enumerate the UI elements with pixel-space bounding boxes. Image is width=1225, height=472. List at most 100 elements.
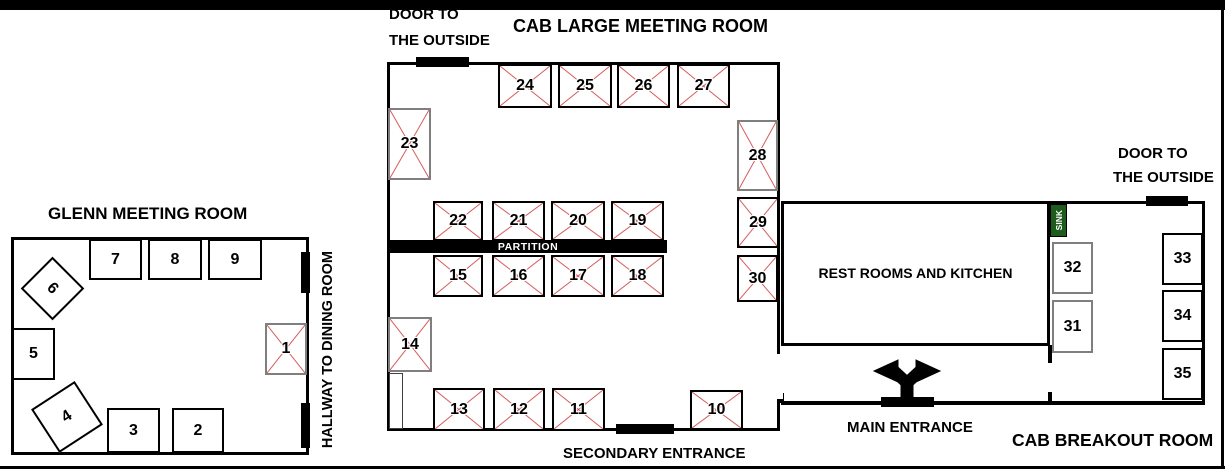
table-32: 32 (1052, 242, 1093, 294)
table-number: 4 (58, 407, 76, 427)
table-number: 18 (628, 267, 647, 284)
table-number: 9 (230, 250, 240, 268)
table-4: 4 (31, 381, 103, 453)
door-marker-secondary-entrance (616, 424, 674, 434)
partition-label: PARTITION (497, 240, 559, 253)
door-outside-left-label: DOOR TO THE OUTSIDE (389, 6, 490, 49)
table-24: 24 (498, 64, 552, 108)
table-number: 3 (129, 421, 138, 439)
table-number: 26 (634, 77, 653, 94)
frame-right-bar (1221, 10, 1224, 466)
table-number: 10 (707, 401, 726, 418)
table-22: 22 (433, 201, 483, 241)
table-14: 14 (388, 317, 432, 372)
table-34: 34 (1162, 290, 1203, 342)
table-number: 2 (193, 421, 203, 439)
table-2: 2 (172, 408, 224, 453)
breakout-left-wall-upper (1048, 345, 1052, 363)
table-16: 16 (492, 255, 545, 297)
table-number: 6 (43, 278, 63, 298)
sink-label: SINK (1050, 204, 1067, 237)
table-15: 15 (433, 255, 483, 297)
door-outside-left-line1: DOOR TO (389, 6, 459, 23)
table-29: 29 (737, 197, 779, 248)
wall-column (389, 373, 403, 429)
table-number: 7 (111, 250, 120, 268)
table-8: 8 (148, 239, 202, 280)
table-number: 1 (281, 340, 291, 357)
secondary-entrance-label: SECONDARY ENTRANCE (563, 445, 746, 462)
table-31: 31 (1052, 300, 1093, 353)
table-20: 20 (551, 201, 605, 241)
table-number: 23 (400, 135, 419, 152)
breakout-top-wall (1048, 201, 1205, 204)
table-number: 17 (569, 267, 587, 284)
table-6: 6 (20, 256, 85, 321)
table-1: 1 (265, 323, 307, 375)
table-number: 16 (509, 267, 528, 284)
table-number: 25 (576, 77, 594, 94)
glenn-room-title: GLENN MEETING ROOM (48, 204, 248, 223)
table-18: 18 (611, 255, 664, 297)
table-13: 13 (433, 388, 485, 431)
table-number: 20 (569, 212, 587, 229)
table-7: 7 (89, 239, 142, 280)
door-outside-left-line2: THE OUTSIDE (389, 31, 490, 49)
cab-room-right-opening (775, 354, 783, 399)
table-28: 28 (737, 120, 778, 191)
table-number: 27 (694, 77, 713, 94)
partition-bar: PARTITION (389, 240, 667, 253)
door-marker-main-entrance (881, 397, 934, 407)
table-number: 30 (748, 269, 767, 287)
door-outside-right-label: DOOR TO THE OUTSIDE (1113, 145, 1214, 186)
frame-top-bar (0, 0, 1225, 10)
restrooms-kitchen-outline (781, 201, 1050, 346)
table-number: 13 (450, 400, 468, 418)
table-number: 21 (509, 212, 528, 229)
table-number: 32 (1063, 259, 1082, 276)
table-number: 33 (1173, 250, 1192, 267)
table-35: 35 (1162, 348, 1203, 400)
table-27: 27 (677, 64, 730, 108)
table-11: 11 (552, 388, 605, 431)
door-marker-cab-outside (416, 57, 469, 67)
table-number: 24 (516, 77, 534, 94)
table-number: 28 (748, 146, 767, 164)
door-outside-right-line1: DOOR TO (1118, 145, 1188, 162)
table-33: 33 (1162, 233, 1203, 285)
hallway-bottom-wall (781, 401, 1205, 405)
breakout-right-wall (1202, 201, 1205, 405)
frame-bottom-bar (0, 466, 1225, 469)
table-number: 22 (449, 212, 467, 229)
table-number: 14 (401, 335, 419, 353)
table-21: 21 (492, 201, 545, 241)
two-way-arrow-icon (872, 359, 942, 398)
table-number: 19 (628, 212, 647, 229)
table-5: 5 (12, 328, 55, 380)
table-9: 9 (208, 239, 262, 280)
table-number: 12 (510, 400, 528, 418)
door-marker-glenn-bottom (301, 403, 310, 448)
cab-large-room-title: CAB LARGE MEETING ROOM (513, 16, 768, 36)
sink-text: SINK (1053, 210, 1064, 231)
table-12: 12 (493, 388, 545, 431)
table-10: 10 (690, 390, 743, 430)
breakout-left-wall-lower (1048, 392, 1052, 403)
table-number: 31 (1063, 317, 1082, 335)
table-30: 30 (737, 255, 778, 302)
table-19: 19 (611, 201, 664, 241)
table-number: 5 (29, 345, 38, 362)
door-marker-breakout-outside (1146, 196, 1188, 206)
door-marker-glenn-top (301, 252, 310, 293)
table-number: 11 (570, 400, 587, 418)
table-23: 23 (388, 108, 431, 180)
table-number: 34 (1173, 307, 1192, 324)
door-outside-right-line2: THE OUTSIDE (1113, 168, 1214, 186)
table-26: 26 (617, 64, 670, 108)
table-number: 8 (170, 250, 180, 268)
restrooms-kitchen-label: REST ROOMS AND KITCHEN (818, 265, 1013, 281)
table-number: 29 (749, 213, 767, 231)
table-number: 35 (1173, 365, 1192, 382)
